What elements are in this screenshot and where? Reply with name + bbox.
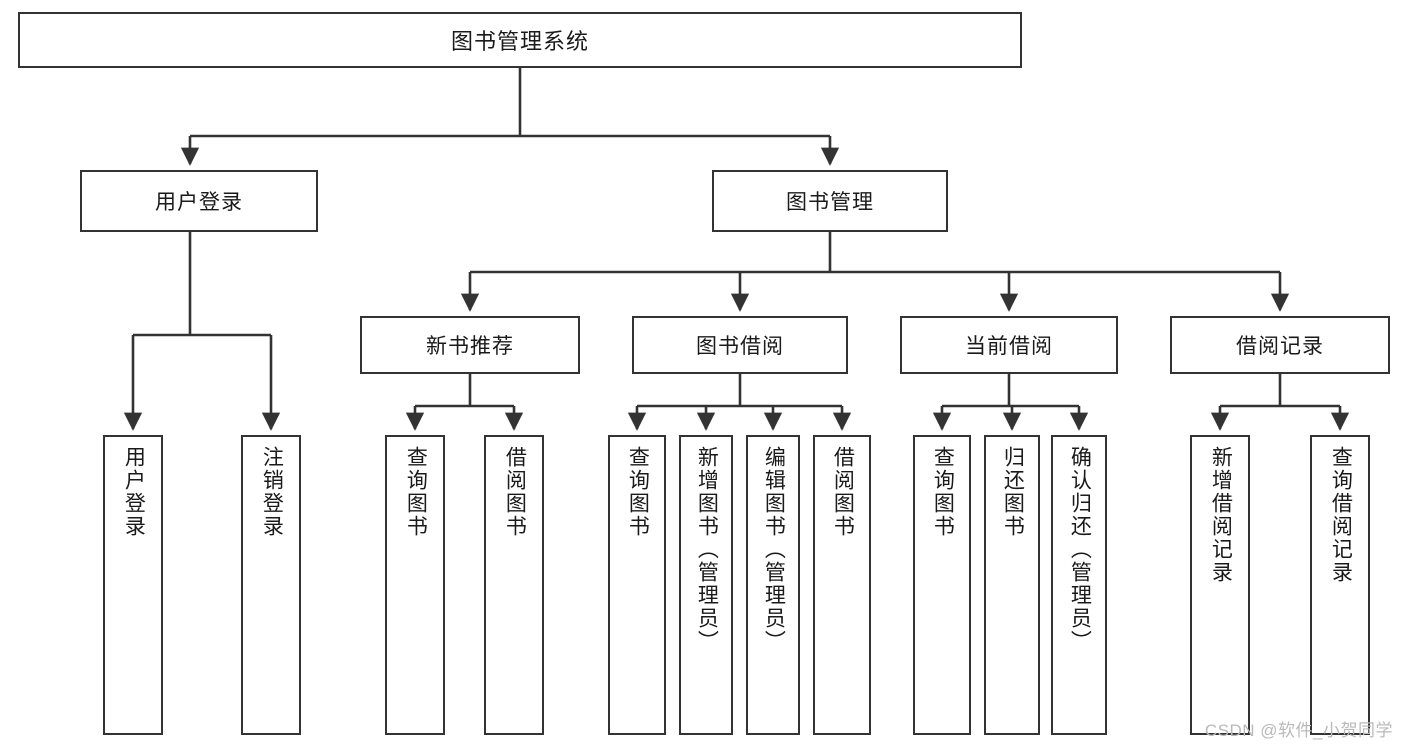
node-label: 图书管理 — [786, 191, 874, 214]
node-label: 查询图书 — [626, 446, 650, 538]
node-label: 新增图书（管理员） — [695, 446, 719, 653]
node-label: 查询图书 — [931, 446, 955, 538]
leaf-return-book[interactable]: 归还图书 — [984, 435, 1040, 735]
node-borrow-record[interactable]: 借阅记录 — [1170, 316, 1390, 374]
node-label: 确认归还（管理员） — [1068, 446, 1092, 653]
node-user-login[interactable]: 用户登录 — [80, 170, 318, 232]
node-label: 新书推荐 — [426, 335, 514, 358]
node-current-borrow[interactable]: 当前借阅 — [900, 316, 1118, 374]
leaf-query-book-borrow[interactable]: 查询图书 — [608, 435, 666, 735]
node-new-book-recommend[interactable]: 新书推荐 — [360, 316, 580, 374]
node-label: 图书管理系统 — [450, 29, 589, 54]
leaf-query-borrow-record[interactable]: 查询借阅记录 — [1310, 435, 1370, 735]
leaf-query-book-newbook[interactable]: 查询图书 — [385, 435, 445, 735]
leaf-query-book-current[interactable]: 查询图书 — [913, 435, 971, 735]
node-label: 用户登录 — [155, 191, 243, 214]
node-label: 用户登录 — [122, 446, 146, 538]
leaf-confirm-return-admin[interactable]: 确认归还（管理员） — [1051, 435, 1107, 735]
node-label: 借阅图书 — [503, 446, 527, 538]
leaf-borrow-book-newbook[interactable]: 借阅图书 — [484, 435, 544, 735]
node-label: 归还图书 — [1001, 446, 1025, 538]
node-label: 新增借阅记录 — [1209, 446, 1233, 584]
leaf-edit-book-admin[interactable]: 编辑图书（管理员） — [746, 435, 800, 735]
node-label: 当前借阅 — [965, 335, 1053, 358]
node-label: 查询图书 — [404, 446, 428, 538]
leaf-add-book-admin[interactable]: 新增图书（管理员） — [679, 435, 733, 735]
node-label: 借阅记录 — [1236, 335, 1324, 358]
node-label: 图书借阅 — [696, 335, 784, 358]
node-label: 编辑图书（管理员） — [762, 446, 786, 653]
node-book-management[interactable]: 图书管理 — [712, 170, 948, 232]
node-label: 查询借阅记录 — [1329, 446, 1353, 584]
leaf-logout[interactable]: 注销登录 — [241, 435, 301, 735]
leaf-add-borrow-record[interactable]: 新增借阅记录 — [1190, 435, 1250, 735]
node-root-system[interactable]: 图书管理系统 — [18, 12, 1022, 68]
node-book-borrow[interactable]: 图书借阅 — [632, 316, 848, 374]
node-label: 注销登录 — [260, 446, 284, 538]
leaf-user-login[interactable]: 用户登录 — [103, 435, 163, 735]
watermark-text: CSDN @软件_小贺同学 — [1204, 721, 1393, 740]
leaf-borrow-book[interactable]: 借阅图书 — [813, 435, 871, 735]
node-label: 借阅图书 — [831, 446, 855, 538]
